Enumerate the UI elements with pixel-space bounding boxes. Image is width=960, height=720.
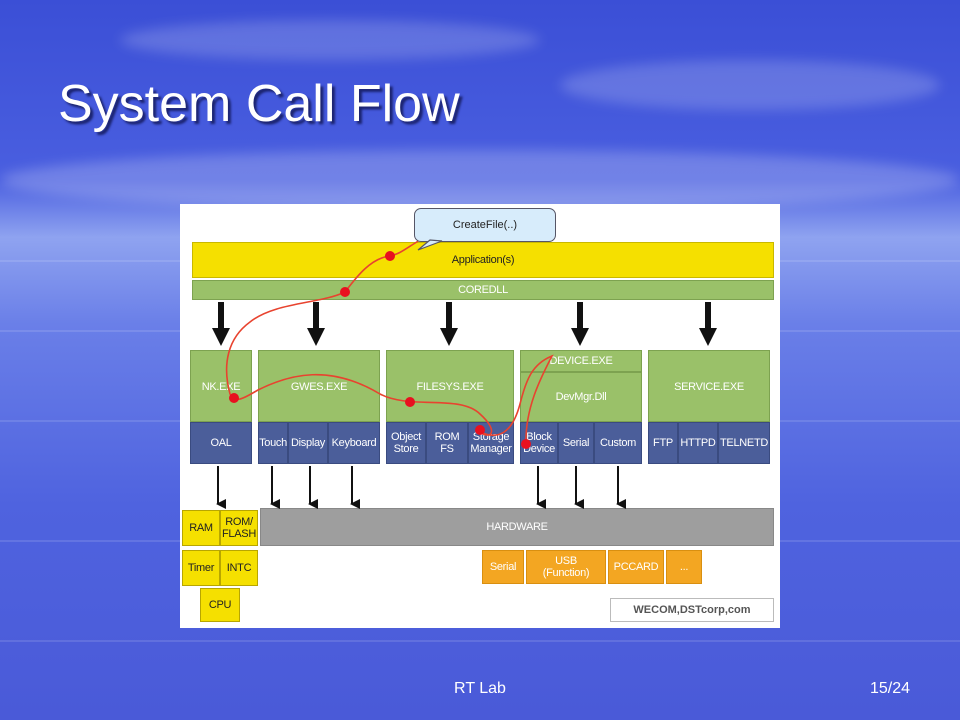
hardware-bar: HARDWARE xyxy=(260,508,774,546)
flow-point xyxy=(229,393,239,403)
module-gwes: GWES.EXE xyxy=(258,350,380,422)
arrow-shaft xyxy=(313,302,319,332)
arrow-head xyxy=(212,328,230,346)
arrow-head xyxy=(571,328,589,346)
peripheral-more: ... xyxy=(666,550,702,584)
driver-label: Block xyxy=(526,431,552,443)
driver-label: Device xyxy=(523,443,555,455)
flow-point xyxy=(521,439,531,449)
footer-page-number: 15/24 xyxy=(869,680,910,697)
arrow-shaft xyxy=(446,302,452,332)
arrow-shaft xyxy=(705,302,711,332)
driver-rom-fs: ROM FS xyxy=(426,422,468,464)
slide-title: System Call Flow xyxy=(58,75,460,133)
footer-lab-name: RT Lab xyxy=(454,680,506,697)
hw-rom-flash: ROM/ FLASH xyxy=(220,510,258,546)
cloud-streak xyxy=(560,60,940,110)
flow-point xyxy=(405,397,415,407)
arrow-head xyxy=(699,328,717,346)
arrow-shaft xyxy=(577,302,583,332)
module-arrows xyxy=(212,302,717,346)
driver-display: Display xyxy=(288,422,328,464)
module-filesys: FILESYS.EXE xyxy=(386,350,514,422)
driver-httpd: HTTPD xyxy=(678,422,718,464)
module-device: DEVICE.EXE xyxy=(520,350,642,372)
hardware-arrows xyxy=(216,466,626,509)
module-label: GWES.EXE xyxy=(290,381,348,393)
driver-label: Manager xyxy=(470,443,512,455)
peripheral-usb: USB (Function) xyxy=(526,550,606,584)
driver-label: Object xyxy=(391,431,421,443)
driver-label: Store xyxy=(393,443,419,455)
driver-label: ROM xyxy=(434,431,460,443)
driver-custom: Custom xyxy=(594,422,642,464)
arrow-head xyxy=(440,328,458,346)
driver-oal: OAL xyxy=(190,422,252,464)
hw-cpu: CPU xyxy=(200,588,240,622)
hw-label: FLASH xyxy=(222,528,256,540)
arrow-head xyxy=(307,328,325,346)
driver-keyboard: Keyboard xyxy=(328,422,380,464)
driver-object-store: Object Store xyxy=(386,422,426,464)
driver-serial: Serial xyxy=(558,422,594,464)
driver-label: FS xyxy=(440,443,454,455)
peripheral-pccard: PCCARD xyxy=(608,550,664,584)
driver-telnetd: TELNETD xyxy=(718,422,770,464)
arrow-shaft xyxy=(218,302,224,332)
module-label: SERVICE.EXE xyxy=(674,381,744,393)
driver-touch: Touch xyxy=(258,422,288,464)
flow-point xyxy=(475,425,485,435)
application-box: Application(s) xyxy=(192,242,774,278)
diagram-overlay xyxy=(212,239,717,509)
peripheral-label: USB xyxy=(555,555,577,567)
driver-storage-manager: Storage Manager xyxy=(468,422,514,464)
system-call-diagram: Application(s) COREDLL NK.EXE GWES.EXE F… xyxy=(180,204,780,628)
call-flow-line xyxy=(225,239,554,445)
wave-line xyxy=(0,640,960,642)
hw-ram: RAM xyxy=(182,510,220,546)
hw-intc: INTC xyxy=(220,550,258,586)
driver-ftp: FTP xyxy=(648,422,678,464)
cloud-streak xyxy=(120,20,540,60)
module-nk: NK.EXE xyxy=(190,350,252,422)
driver-block-device: Block Device xyxy=(520,422,558,464)
createfile-callout: CreateFile(..) xyxy=(414,208,556,242)
peripheral-serial: Serial xyxy=(482,550,524,584)
flow-point xyxy=(340,287,350,297)
module-label: FILESYS.EXE xyxy=(416,381,484,393)
module-label: NK.EXE xyxy=(201,381,241,393)
flow-point xyxy=(385,251,395,261)
hw-timer: Timer xyxy=(182,550,220,586)
peripheral-label: (Function) xyxy=(542,567,590,579)
module-service: SERVICE.EXE xyxy=(648,350,770,422)
watermark: WECOM,DSTcorp,com xyxy=(610,598,774,622)
hw-label: ROM/ xyxy=(225,516,253,528)
cloud-streak xyxy=(0,150,960,210)
